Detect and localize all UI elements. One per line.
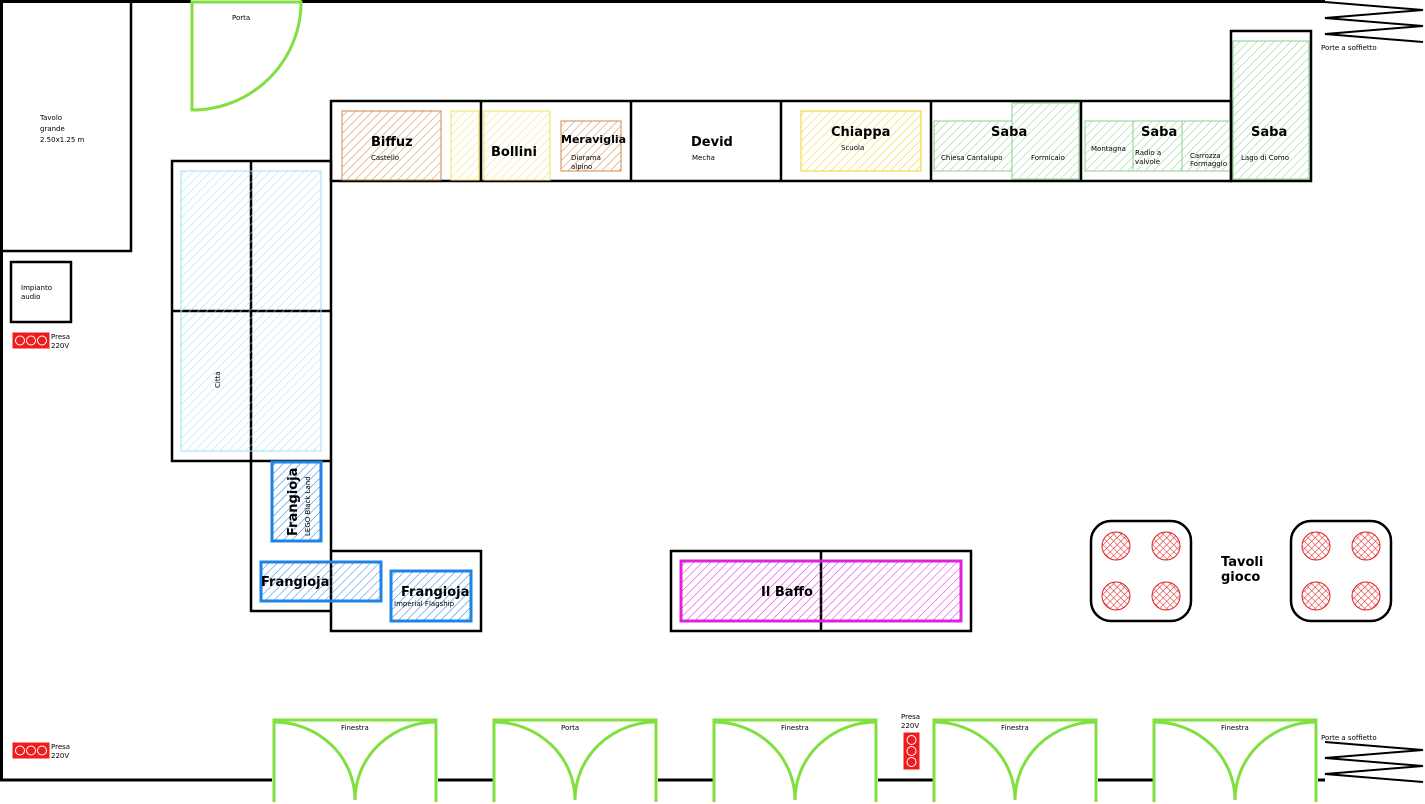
window-4-label: Finestra — [1221, 724, 1249, 732]
diorama-label-2: alpino — [571, 163, 592, 171]
window-1: Finestra — [272, 718, 438, 802]
window-2: Finestra — [712, 718, 878, 802]
exhibit-il-baffo: Il Baffo — [669, 549, 973, 633]
door-top: Porta — [190, 0, 303, 112]
impianto-audio-label-1: Impianto — [21, 284, 52, 292]
window-2-label: Finestra — [781, 724, 809, 732]
diorama-label-1: Diorama — [571, 154, 601, 162]
lago-label: Lago di Como — [1241, 154, 1289, 162]
door-bottom: Porta — [492, 718, 658, 802]
bollini-label: Bollini — [491, 145, 537, 160]
window-4: Finestra — [1152, 718, 1318, 802]
game-table-1 — [1089, 519, 1193, 623]
frangioja-1-label: Frangioja — [286, 468, 301, 536]
mecha-label: Mecha — [692, 154, 715, 162]
exhibit-chiappa: Chiappa Scuola — [800, 110, 922, 172]
exhibit-frangioja-vertical: Frangioja LEGO Black Land — [249, 460, 333, 613]
impianto-audio-label-2: audio — [21, 293, 40, 301]
door-bottom-label: Porta — [561, 724, 579, 732]
exhibit-frangioja-bottom: Frangioja Frangioja Imperial Flagship — [259, 549, 483, 633]
saba-1-label: Saba — [991, 125, 1027, 140]
scuola-label: Scuola — [841, 144, 864, 152]
frangioja-3-label: Frangioja — [401, 585, 469, 600]
window-3: Finestra — [932, 718, 1098, 802]
outer-walls — [0, 0, 1325, 782]
presa-2-label-b: 220V — [51, 752, 69, 760]
folding-door-bottom-label: Porte a soffietto — [1321, 734, 1377, 742]
presa-1-label-a: Presa — [51, 333, 70, 341]
presa-1: Presa 220V — [11, 331, 70, 350]
presa-3-label-a: Presa — [901, 713, 920, 721]
baffo-label: Il Baffo — [761, 585, 813, 600]
carrozza-label-2: Formaggio — [1190, 160, 1227, 168]
window-1-label: Finestra — [341, 724, 369, 732]
tavoli-gioco-label-2: gioco — [1221, 570, 1260, 585]
exhibit-saba-3: Saba Lago di Como — [1229, 29, 1313, 183]
frangioja-2-label: Frangioja — [261, 575, 329, 590]
exhibit-saba-1: Saba Chiesa Cantalupo Formicaio — [933, 102, 1080, 180]
biffuz-label: Biffuz — [371, 135, 413, 150]
game-table-2 — [1289, 519, 1393, 623]
tavolo-grande: Tavolo grande 2.50x1.25 m — [2, 2, 133, 253]
folding-door-bottom: Porte a soffietto — [1321, 734, 1424, 783]
presa-3-label-b: 220V — [901, 722, 919, 730]
saba-2-label: Saba — [1141, 125, 1177, 140]
tavolo-grande-label-1: Tavolo — [39, 114, 62, 122]
folding-door-top: Porte a soffietto — [1321, 1, 1424, 52]
carrozza-label-1: Carrozza — [1190, 152, 1221, 160]
lego-black-label: LEGO Black Land — [304, 476, 312, 536]
exhibit-saba-2: Saba Montagna Radio a valvole Carrozza F… — [1084, 120, 1231, 172]
chiappa-label: Chiappa — [831, 125, 890, 140]
exhibit-devid: Devid Mecha — [691, 135, 733, 162]
exhibit-meraviglia: Meraviglia Diorama alpino — [560, 120, 626, 172]
door-top-label: Porta — [232, 14, 250, 22]
radio-label-1: Radio a — [1135, 149, 1161, 157]
exhibit-citta: Città — [170, 159, 333, 463]
montagna-label: Montagna — [1091, 145, 1126, 153]
top-table-row — [329, 99, 1233, 183]
formicaio-label: Formicaio — [1031, 154, 1065, 162]
saba-3-label: Saba — [1251, 125, 1287, 140]
tavoli-gioco-label-1: Tavoli — [1221, 555, 1263, 570]
folding-door-top-label: Porte a soffietto — [1321, 44, 1377, 52]
tavolo-grande-label-3: 2.50x1.25 m — [40, 136, 85, 144]
imperial-label: Imperial Flagship — [394, 600, 455, 608]
devid-label: Devid — [691, 135, 733, 150]
presa-3: Presa 220V — [901, 713, 921, 771]
chiesa-label: Chiesa Cantalupo — [941, 154, 1003, 162]
presa-2: Presa 220V — [11, 741, 70, 760]
radio-label-2: valvole — [1135, 158, 1160, 166]
window-3-label: Finestra — [1001, 724, 1029, 732]
citta-label: Città — [214, 371, 222, 388]
meraviglia-label: Meraviglia — [561, 133, 626, 146]
exhibit-bollini: Bollini — [483, 110, 551, 181]
presa-2-label-a: Presa — [51, 743, 70, 751]
tavolo-grande-label-2: grande — [40, 125, 65, 133]
castello-label: Castello — [371, 154, 399, 162]
exhibit-biffuz: Biffuz Castello — [341, 110, 480, 181]
presa-1-label-b: 220V — [51, 342, 69, 350]
impianto-audio: Impianto audio — [9, 260, 73, 324]
